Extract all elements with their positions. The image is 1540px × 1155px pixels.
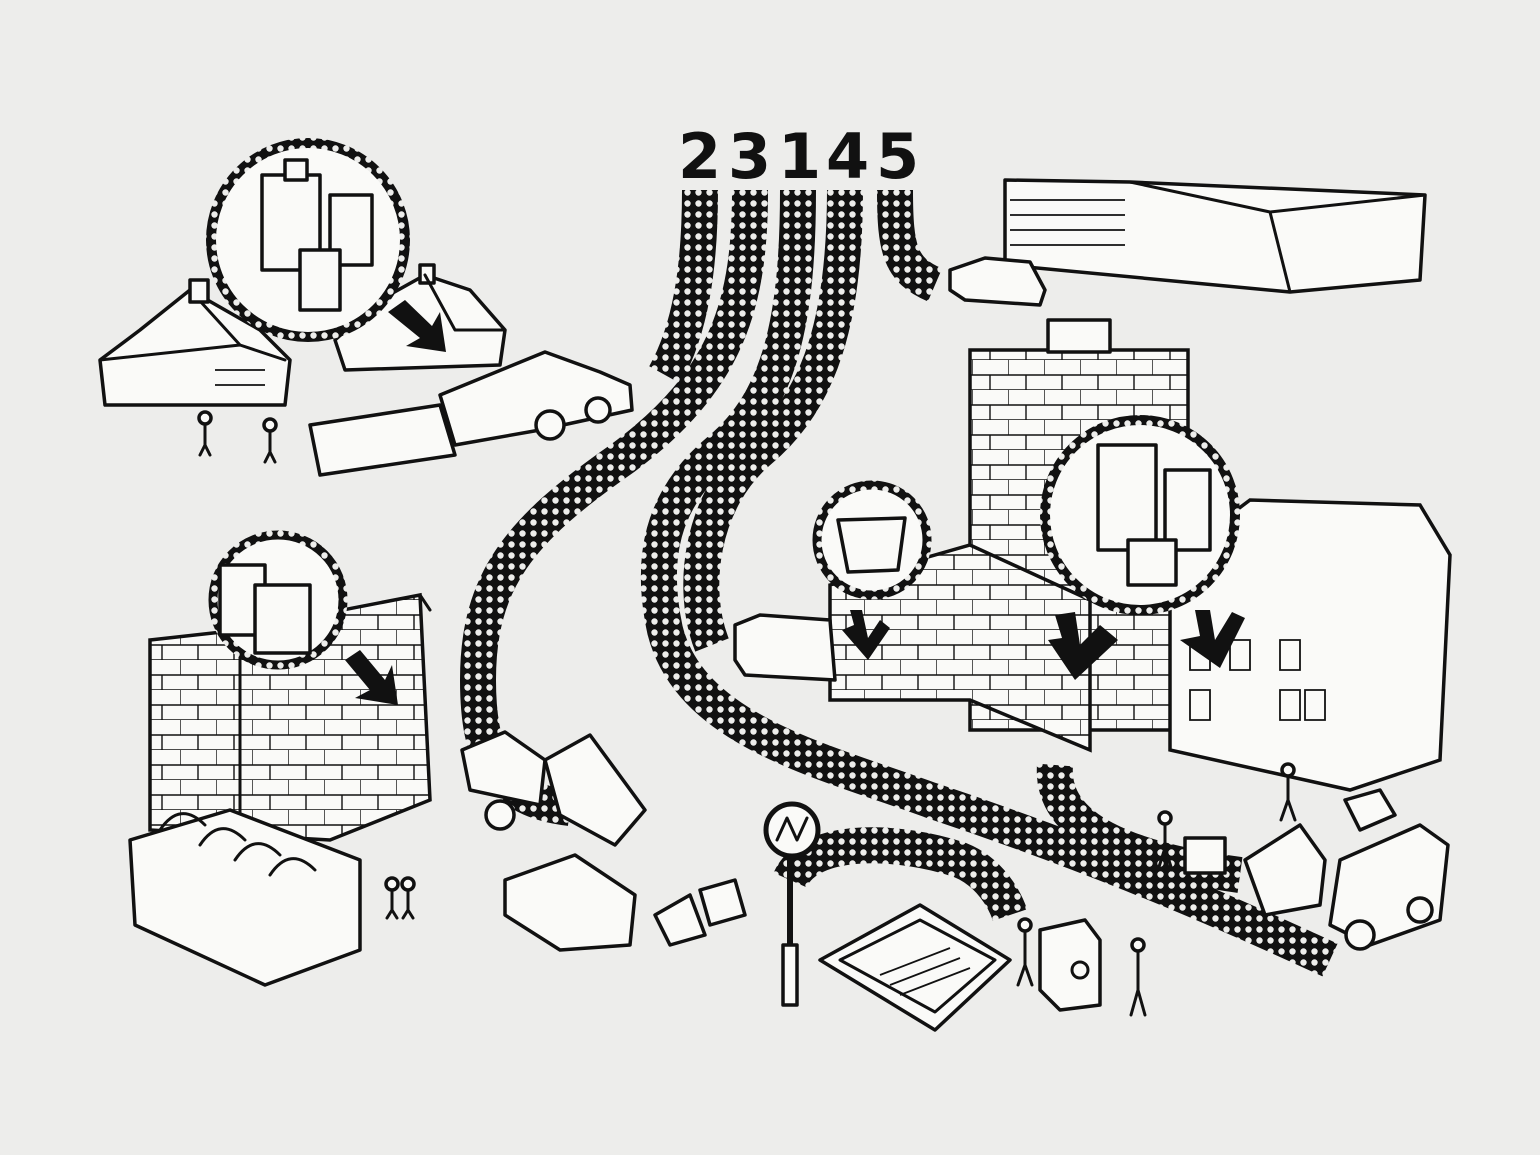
delivery-van [948, 256, 1047, 307]
arrow-down-right-icon [345, 650, 398, 705]
shopping-bags-icon [218, 563, 312, 655]
shop-building [128, 530, 432, 987]
pedestrian-figure [384, 876, 416, 920]
route-label-5: 5 [876, 120, 921, 193]
factory-shed [128, 808, 362, 987]
service-van [733, 613, 837, 682]
house-left [98, 288, 292, 407]
disposal-pit [818, 903, 1012, 1032]
route-5-path [877, 189, 943, 302]
houses-scene [98, 138, 634, 477]
compactor-unit [1016, 917, 1147, 1017]
arrow-down-icon [1048, 612, 1118, 680]
route-2-path [649, 189, 718, 384]
garbage-truck [308, 350, 634, 477]
route-label-4: 4 [826, 120, 871, 193]
route-labels: 2 3 1 4 5 [678, 120, 921, 193]
route-1-path [640, 189, 1338, 977]
route-label-2: 2 [678, 120, 723, 193]
wheelie-bin-icon [836, 516, 907, 574]
route-label-3: 3 [728, 120, 773, 193]
recycling-logo-icon [775, 816, 809, 842]
refuse-lorry [1156, 762, 1450, 951]
route-label-1: 1 [778, 120, 823, 193]
bin-bags-icon [260, 158, 374, 312]
apartment-block [733, 318, 1452, 792]
warehouse [948, 178, 1427, 307]
recycling-signpost [763, 801, 821, 1007]
waste-container [503, 853, 747, 952]
arrow-down-right-icon [388, 300, 446, 352]
pedestrian-figure [197, 410, 278, 464]
route-branch-depot [773, 827, 1028, 922]
arrow-down-icon [842, 610, 890, 660]
bin-bags-icon [1096, 443, 1212, 587]
arrow-down-icon [1180, 610, 1245, 668]
tipper-truck [460, 730, 647, 847]
route-4-path [683, 189, 863, 652]
